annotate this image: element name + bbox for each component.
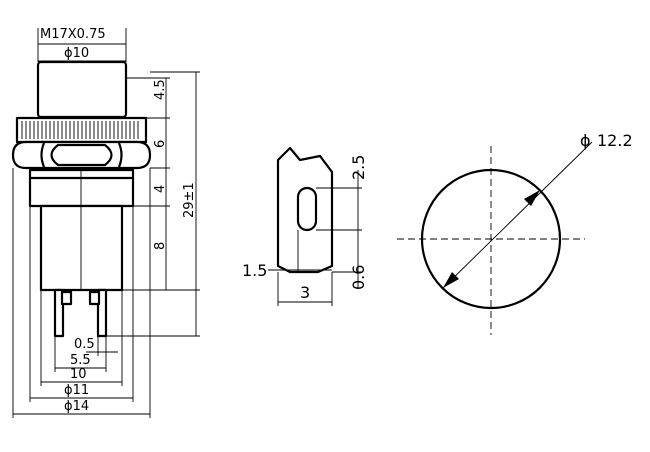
body <box>39 204 124 292</box>
front-dims-top: M17X0.75 ϕ10 <box>37 27 127 62</box>
terminal-view: 2.5 0.6 1.5 3 <box>242 146 368 306</box>
cap-height-label: 4.5 <box>153 79 168 100</box>
hex-nut <box>11 140 152 170</box>
diameter-leader <box>442 141 593 289</box>
pin-right-tab <box>88 290 101 306</box>
slot-length-label: 2.5 <box>349 155 368 180</box>
terminal-slot <box>296 186 318 232</box>
collar-height-label: 4 <box>153 185 168 193</box>
front-dims-bottom: 0.5 5.5 10 ϕ11 ϕ14 <box>12 168 151 418</box>
nut-height-label: 6 <box>153 140 168 148</box>
pin-left-tab <box>60 290 73 306</box>
edge-offset-label: 1.5 <box>242 261 267 280</box>
terminal-width-label: 3 <box>300 283 310 302</box>
pin-right <box>96 288 108 338</box>
cap-diameter-label: ϕ10 <box>64 46 89 61</box>
pin-spacing-label: 5.5 <box>70 353 91 368</box>
diameter-label: 12.2 <box>597 131 633 150</box>
arrow-head-upper <box>524 190 540 206</box>
total-height-label: 29±1 <box>182 182 197 218</box>
collar <box>28 168 135 208</box>
knurl-lines <box>21 121 139 139</box>
thread-label: M17X0.75 <box>40 27 106 42</box>
body-width-label: 10 <box>70 367 87 382</box>
arrow-head-lower <box>443 272 459 288</box>
collar-diameter-label: ϕ11 <box>64 383 89 398</box>
hex-nut-face <box>50 143 113 167</box>
cap-view: ϕ 12.2 <box>397 131 633 335</box>
hex-nut-edge-left <box>40 142 46 168</box>
front-view <box>11 60 152 338</box>
nut-diameter-label: ϕ14 <box>64 399 89 414</box>
slot-offset-label: 0.6 <box>349 265 368 290</box>
diameter-symbol: ϕ <box>580 131 591 150</box>
front-dims-right: 4.5 6 4 8 29±1 <box>106 71 200 337</box>
pin-thickness-label: 0.5 <box>74 337 95 352</box>
pin-left <box>53 288 65 338</box>
cap-circle <box>420 168 562 310</box>
body-height-label: 8 <box>153 242 168 250</box>
knurled-ring <box>15 116 148 144</box>
hex-nut-edge-right <box>117 142 123 168</box>
switch-cap <box>36 60 128 119</box>
